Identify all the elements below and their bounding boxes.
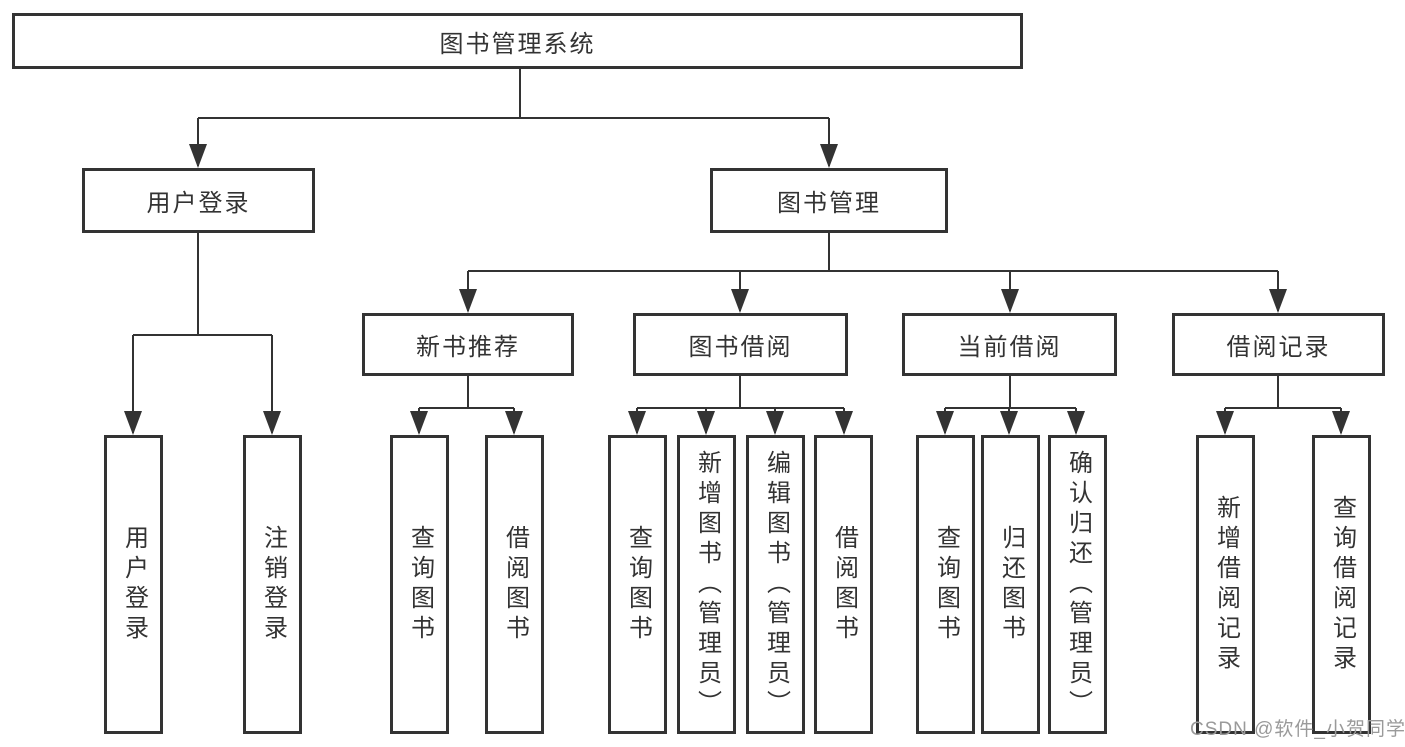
leaf-current-query: 查询图书 [916, 435, 975, 734]
leaf-logout-label: 注销登录 [259, 524, 287, 645]
node-current-borrowing: 当前借阅 [902, 313, 1117, 376]
node-current-borrowing-label: 当前借阅 [957, 334, 1062, 361]
leaf-borrow-query: 查询图书 [608, 435, 667, 734]
leaf-newbook-borrow: 借阅图书 [485, 435, 544, 734]
node-book-borrowing-label: 图书借阅 [688, 334, 793, 361]
leaf-user-login-label: 用户登录 [120, 524, 148, 645]
leaf-record-add: 新增借阅记录 [1196, 435, 1255, 734]
node-borrowing-records: 借阅记录 [1172, 313, 1385, 376]
node-new-book-recommend-label: 新书推荐 [416, 334, 520, 361]
node-book-borrowing: 图书借阅 [633, 313, 848, 376]
leaf-current-return: 归还图书 [981, 435, 1040, 734]
leaf-record-query-label: 查询借阅记录 [1328, 494, 1356, 675]
leaf-newbook-query: 查询图书 [390, 435, 449, 734]
leaf-current-return-label: 归还图书 [997, 524, 1025, 645]
node-borrowing-records-label: 借阅记录 [1226, 334, 1331, 361]
watermark: CSDN @软件_小贺同学 [1190, 719, 1405, 740]
node-user-login-group: 用户登录 [82, 168, 315, 233]
node-book-management-label: 图书管理 [777, 190, 881, 217]
leaf-borrow-edit-admin: 编辑图书（管理员） [746, 435, 805, 734]
leaf-borrow-edit-admin-label: 编辑图书（管理员） [762, 449, 790, 720]
node-root-label: 图书管理系统 [439, 30, 596, 58]
arrowheads [124, 144, 1350, 435]
node-root: 图书管理系统 [12, 13, 1023, 69]
leaf-record-add-label: 新增借阅记录 [1212, 494, 1240, 675]
leaf-borrow-borrow: 借阅图书 [814, 435, 873, 734]
connector-lines [132, 69, 1342, 433]
leaf-user-login: 用户登录 [104, 435, 163, 734]
node-new-book-recommend: 新书推荐 [362, 313, 574, 376]
leaf-current-query-label: 查询图书 [932, 524, 960, 645]
node-book-management: 图书管理 [710, 168, 948, 233]
leaf-borrow-borrow-label: 借阅图书 [830, 524, 858, 645]
leaf-current-confirm-admin: 确认归还（管理员） [1048, 435, 1107, 734]
leaf-record-query: 查询借阅记录 [1312, 435, 1371, 734]
leaf-current-confirm-admin-label: 确认归还（管理员） [1064, 449, 1092, 720]
node-user-login-group-label: 用户登录 [146, 190, 251, 217]
leaf-borrow-add-admin: 新增图书（管理员） [677, 435, 736, 734]
leaf-newbook-borrow-label: 借阅图书 [501, 524, 529, 645]
leaf-newbook-query-label: 查询图书 [406, 524, 434, 645]
leaf-borrow-add-admin-label: 新增图书（管理员） [693, 449, 721, 720]
leaf-borrow-query-label: 查询图书 [624, 524, 652, 645]
leaf-logout: 注销登录 [243, 435, 302, 734]
